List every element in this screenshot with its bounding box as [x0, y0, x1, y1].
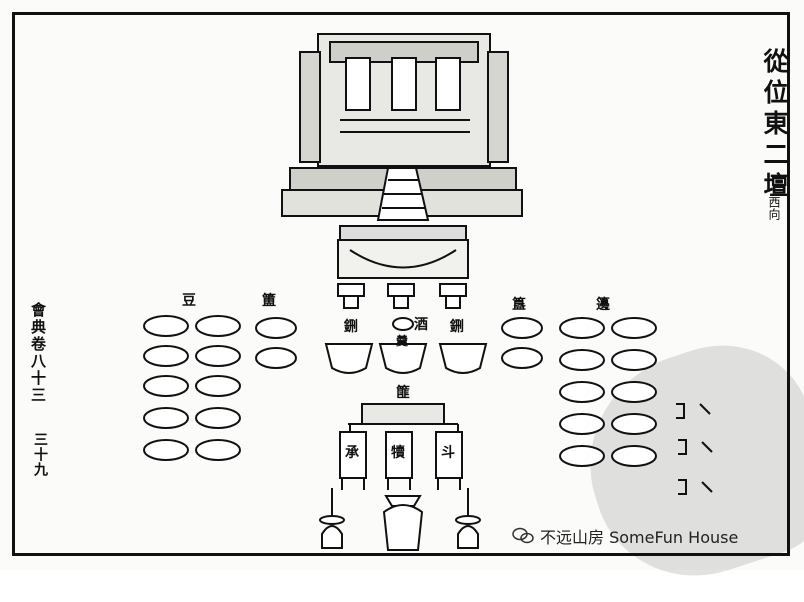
- altar-illustration: [143, 33, 713, 551]
- wechat-icon: [512, 527, 534, 544]
- diagram-title: 從位東二壇: [760, 48, 789, 203]
- cups: [676, 403, 713, 495]
- lower-altar: [339, 403, 463, 490]
- document-page: 從位東二壇 西向 會典卷八十三 三十九 豆 簠 簋 籩 鉶 鉶 酒 羹 篚 承 …: [12, 12, 804, 602]
- candlesticks-and-urn: [319, 488, 481, 551]
- offering-table: [337, 225, 469, 279]
- label-deng-left: 鉶: [344, 319, 358, 335]
- shrine: [281, 33, 523, 221]
- offering-card-1: 承: [345, 445, 359, 461]
- label-deng-right: 鉶: [450, 319, 464, 335]
- diagram-subtitle: 西向: [767, 196, 781, 220]
- large-bowls: [324, 343, 488, 374]
- bian-dishes: [559, 317, 657, 467]
- label-wine: 酒: [414, 317, 428, 333]
- watermark-text: 不远山房 SomeFun House: [540, 528, 739, 547]
- label-gui: 簋: [512, 297, 526, 313]
- offering-card-2: 犢: [391, 445, 405, 461]
- volume-note: 會典卷八十三: [29, 302, 47, 404]
- label-bian: 籩: [596, 297, 610, 313]
- label-dou: 豆: [182, 293, 196, 309]
- watermark: 不远山房 SomeFun House: [512, 524, 738, 548]
- fu-dishes: [255, 317, 297, 369]
- page-border: [12, 12, 790, 556]
- page-number: 三十九: [32, 432, 48, 477]
- label-tray: 篚: [396, 385, 410, 401]
- offering-card-3: 斗: [441, 445, 455, 461]
- label-bowl-center: 羹: [396, 334, 409, 348]
- gui-dishes: [501, 317, 543, 369]
- label-fu: 簠: [262, 293, 276, 309]
- deng-vessels: [337, 283, 467, 331]
- dou-dishes: [143, 315, 241, 461]
